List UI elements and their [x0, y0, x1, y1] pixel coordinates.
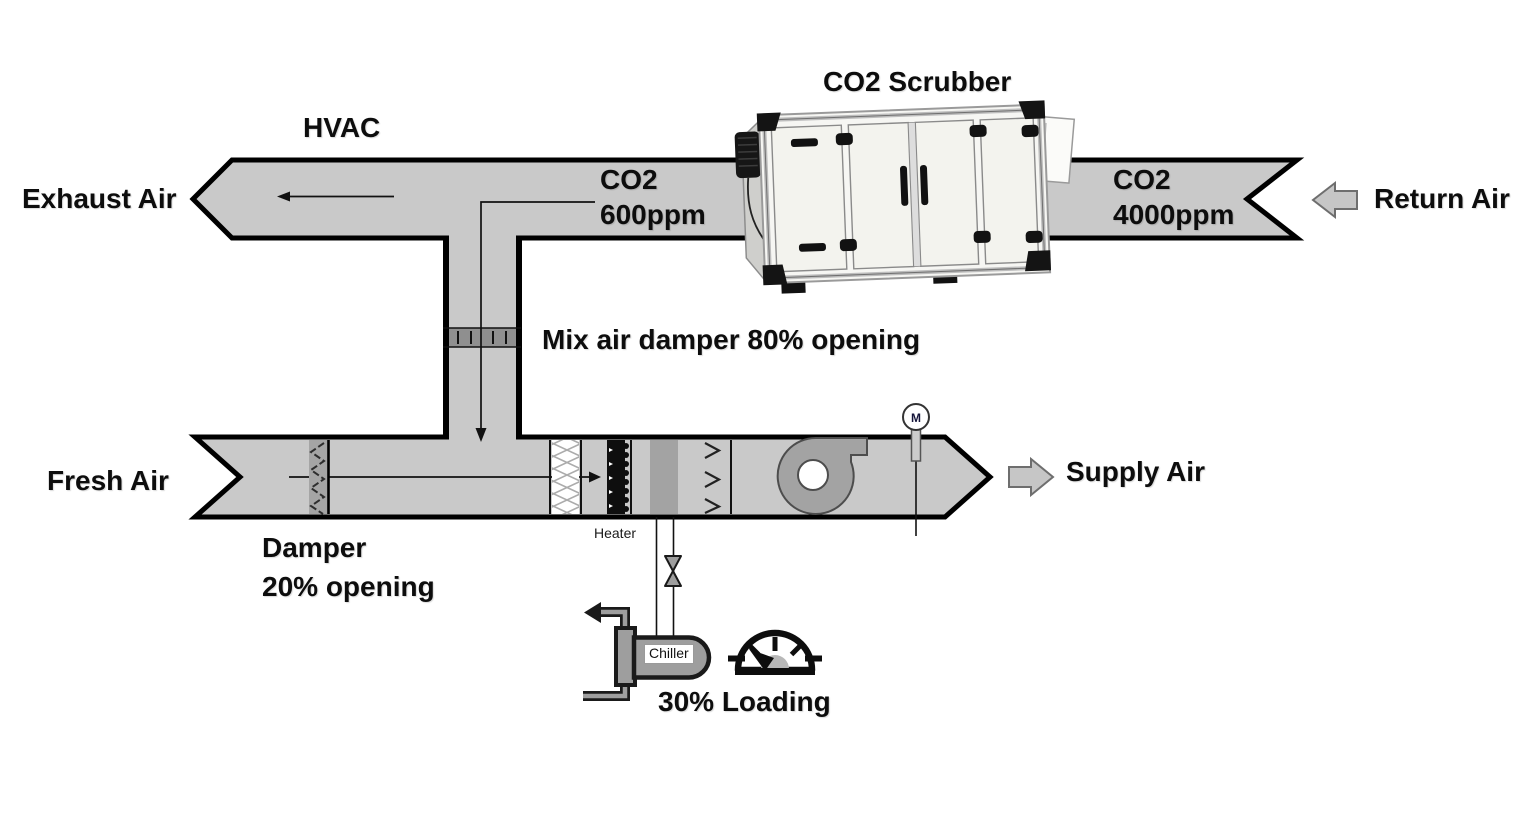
mix-air-damper	[443, 327, 521, 348]
co2-scrubber-cabinet	[734, 100, 1076, 294]
loading-label: 30% Loading	[658, 686, 831, 717]
return-air-arrow	[1311, 180, 1358, 220]
chiller-label: Chiller	[644, 644, 694, 665]
exhaust-air-label: Exhaust Air	[22, 183, 177, 214]
co2-scrubber-label: CO2 Scrubber	[823, 66, 1012, 97]
gauge-needle	[749, 649, 774, 671]
heater-coil	[607, 440, 632, 514]
supply-flow-arrow	[289, 471, 601, 483]
supply-air-label: Supply Air	[1066, 456, 1205, 487]
co2-return-value: 4000ppm	[1113, 199, 1235, 230]
hvac-label: HVAC	[303, 112, 381, 143]
damper-label: Damper	[262, 532, 367, 563]
loading-gauge	[728, 629, 822, 675]
motor-label: M	[911, 411, 921, 425]
cooling-coil	[650, 440, 678, 514]
chilled-water-valve	[664, 555, 682, 587]
return-air-label: Return Air	[1374, 183, 1510, 214]
fan-motor	[902, 403, 930, 536]
chiller-circuit	[583, 517, 712, 701]
mix-damper-label: Mix air damper 80% opening	[542, 324, 921, 355]
fresh-air-label: Fresh Air	[47, 465, 169, 496]
supply-air-arrow	[1008, 456, 1055, 498]
co2-return-label: CO2	[1113, 164, 1171, 195]
exhaust-flow-arrow	[277, 191, 394, 202]
damper-opening-label: 20% opening	[262, 571, 435, 602]
fresh-air-damper	[309, 440, 330, 515]
air-filter	[549, 440, 582, 514]
supply-fan	[776, 436, 868, 515]
co2-exhaust-value: 600ppm	[600, 199, 706, 230]
heater-label: Heater	[594, 525, 637, 541]
mix-flow-arrow	[475, 201, 595, 442]
co2-exhaust-label: CO2	[600, 164, 658, 195]
flow-chevrons	[704, 442, 722, 514]
